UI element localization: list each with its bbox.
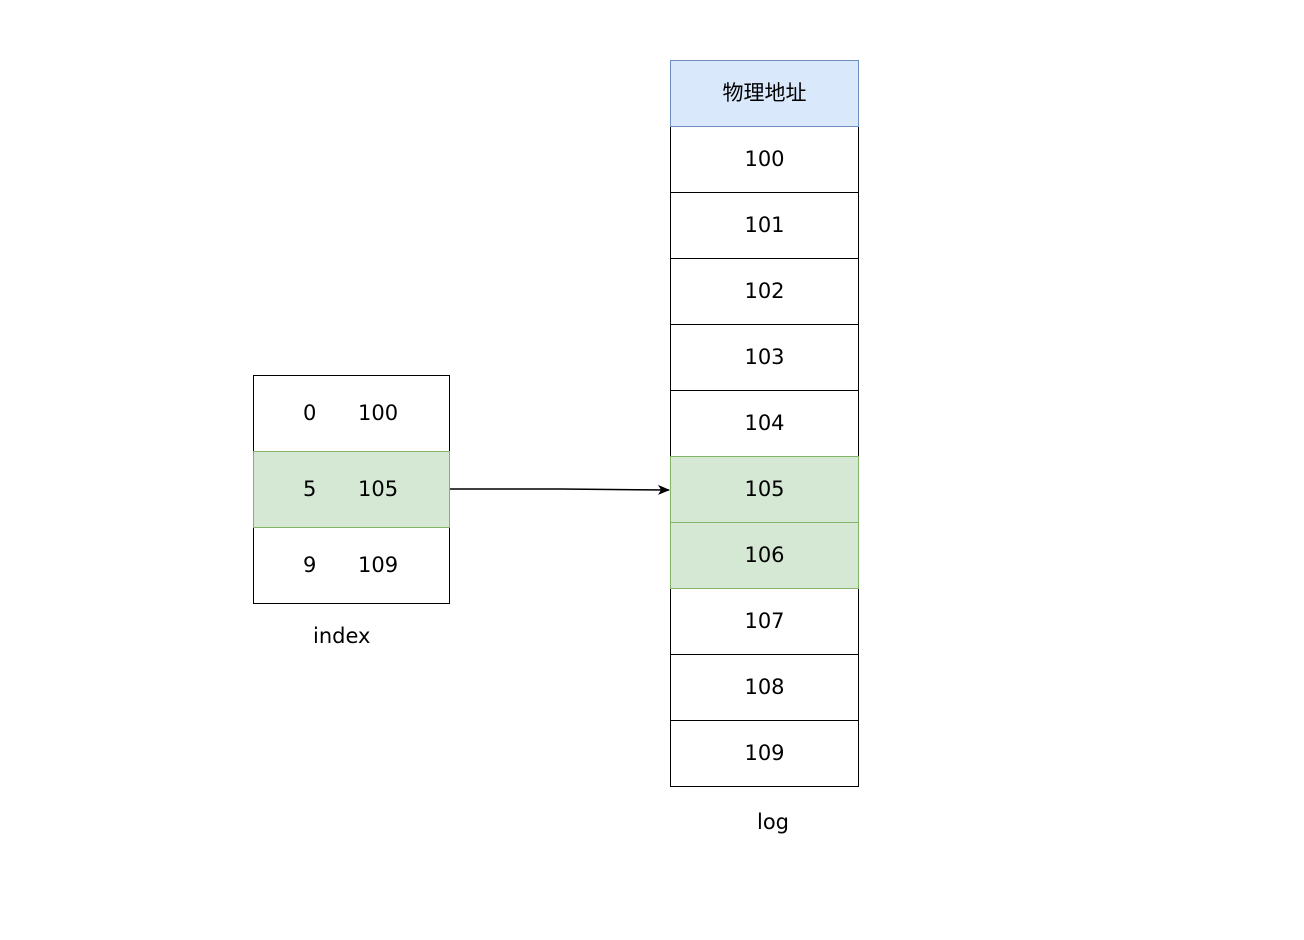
index-offset: 109	[358, 553, 399, 577]
log-row: 108	[670, 654, 859, 721]
index-row-9: 9 109	[253, 527, 450, 604]
index-offset: 100	[358, 401, 399, 425]
index-key: 0	[303, 401, 317, 425]
index-offset: 105	[358, 477, 399, 501]
log-row: 104	[670, 390, 859, 457]
index-caption: index	[313, 624, 371, 648]
log-row: 107	[670, 588, 859, 655]
log-row: 109	[670, 720, 859, 787]
index-table: 0 100 5 105 9 109	[253, 375, 450, 604]
index-key: 9	[303, 553, 317, 577]
log-row: 100	[670, 126, 859, 193]
log-caption: log	[757, 810, 790, 834]
log-table: 物理地址 100 101 102 103 104 105 106 107 108…	[670, 60, 859, 787]
index-key: 5	[303, 477, 317, 501]
index-row-0: 0 100	[253, 375, 450, 452]
log-header: 物理地址	[670, 60, 859, 127]
log-row-highlighted: 105	[670, 456, 859, 523]
log-row: 101	[670, 192, 859, 259]
log-row: 102	[670, 258, 859, 325]
log-row-highlighted: 106	[670, 522, 859, 589]
log-row: 103	[670, 324, 859, 391]
index-row-5: 5 105	[253, 451, 450, 528]
